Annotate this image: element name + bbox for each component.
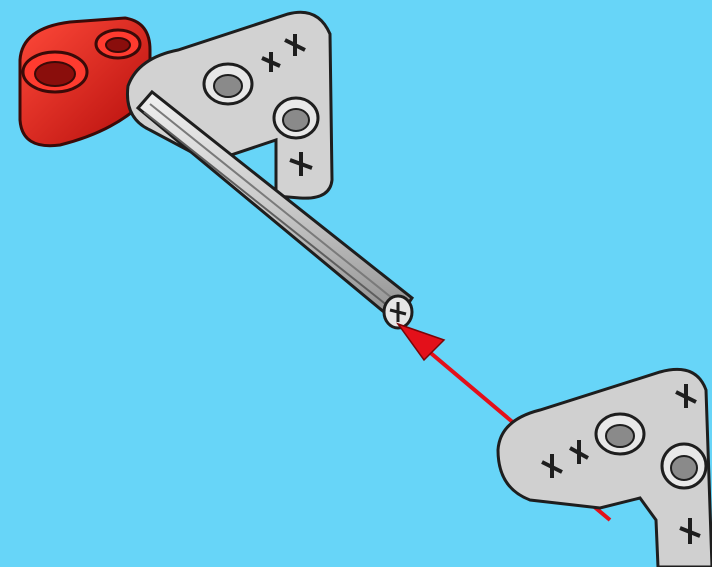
loose-l-beam [498, 369, 712, 567]
